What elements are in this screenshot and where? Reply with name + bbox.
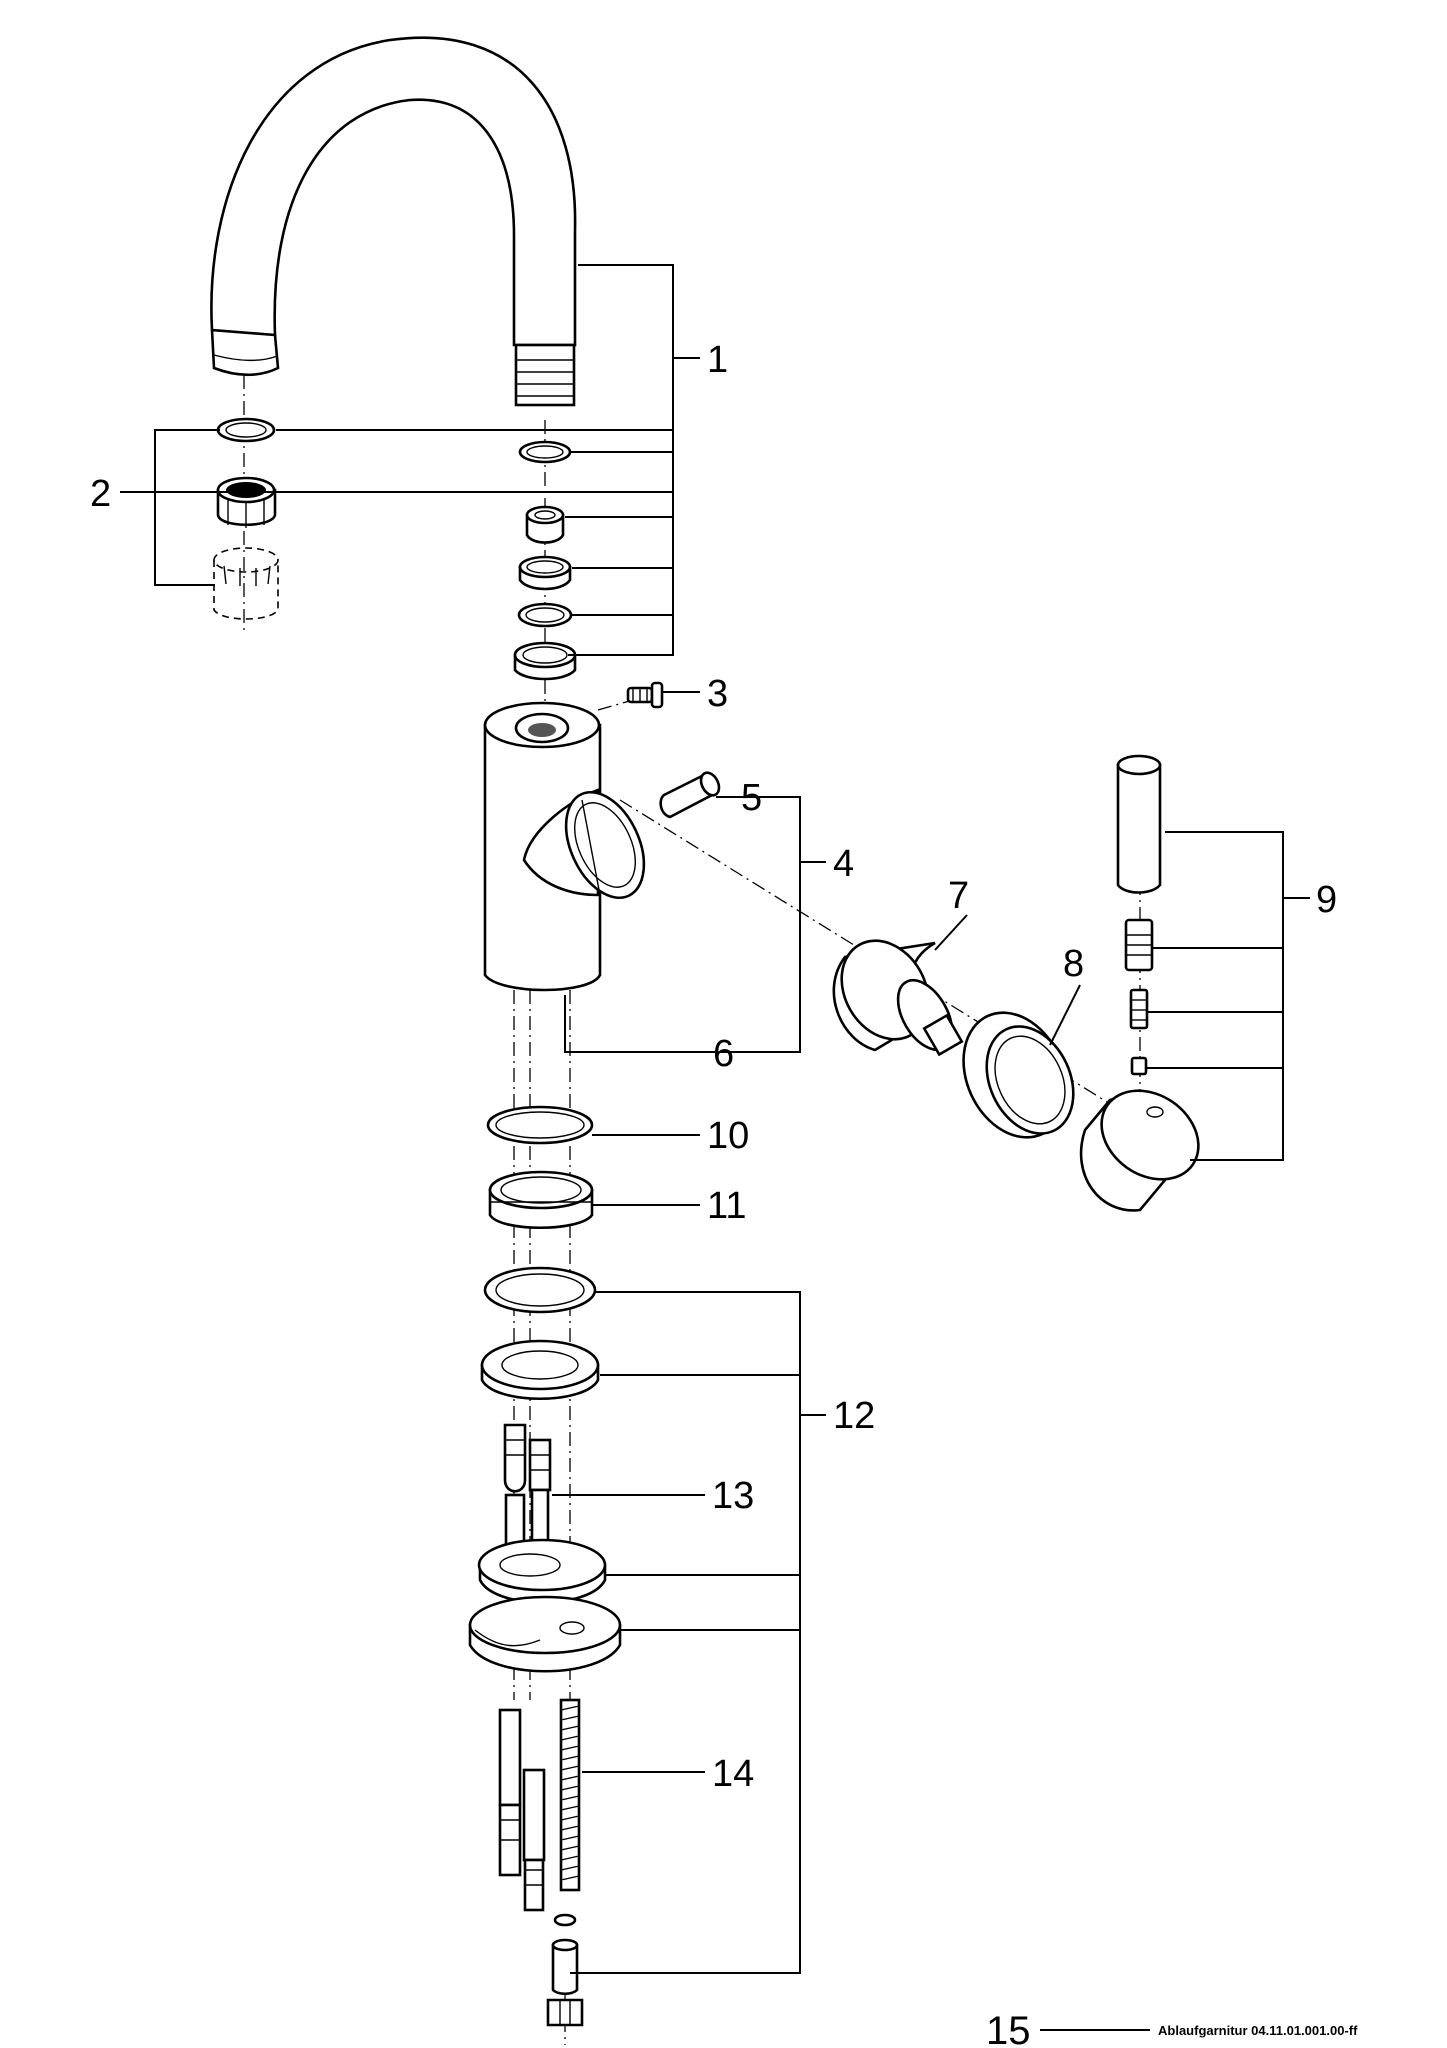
spout-seal-stack <box>513 440 577 681</box>
handle-knob <box>1079 1089 1200 1212</box>
center-lines <box>243 375 1141 2045</box>
callout-7: 7 <box>948 875 969 917</box>
o-ring-10 <box>486 1105 594 1145</box>
handle-assembly <box>1079 754 1200 1212</box>
callout-11: 11 <box>707 1185 746 1227</box>
callout-15: 15 <box>986 2009 1031 2048</box>
clamp-washer-12c <box>477 1538 607 1604</box>
aerator-housing <box>213 547 279 620</box>
callout-9: 9 <box>1316 879 1337 921</box>
threaded-ring-11 <box>488 1170 594 1229</box>
leader-lines <box>120 264 1310 2031</box>
nut-part <box>962 1011 1075 1139</box>
screw-part <box>626 681 664 709</box>
aerator-assembly <box>213 417 279 620</box>
aerator-insert <box>216 476 277 528</box>
hose-ends <box>498 1708 546 1912</box>
callout-2: 2 <box>90 473 111 515</box>
callout-14: 14 <box>712 1753 754 1795</box>
grub-screw <box>1129 988 1149 1030</box>
bushing <box>525 505 565 544</box>
cartridge-part <box>832 939 964 1057</box>
callout-5: 5 <box>741 777 762 819</box>
callout-4: 4 <box>833 843 854 885</box>
lever-rod <box>1116 754 1162 894</box>
callout-numbers: 1 2 3 5 4 7 8 6 9 10 11 12 13 14 15 Abla… <box>90 339 1358 2048</box>
threaded-rod <box>559 1698 581 1892</box>
drain-fitting-note: Ablaufgarnitur 04.11.01.001.00-ff <box>1158 2023 1358 2038</box>
pin-part <box>659 771 721 819</box>
small-grub-screw <box>1130 1056 1148 1076</box>
guide-ring <box>518 555 572 591</box>
support-ring <box>513 641 577 681</box>
spout-part <box>210 36 577 407</box>
gasket-12a <box>483 1266 597 1314</box>
washer-12b <box>480 1339 600 1400</box>
callout-1: 1 <box>707 339 728 381</box>
callout-10: 10 <box>707 1115 749 1157</box>
callout-3: 3 <box>707 673 728 715</box>
callout-12: 12 <box>833 1395 875 1437</box>
spout-thread <box>514 343 576 407</box>
callout-13: 13 <box>712 1475 754 1517</box>
callout-8: 8 <box>1063 943 1084 985</box>
faucet-body <box>483 701 646 992</box>
mounting-nut <box>546 1913 584 2027</box>
callout-6: 6 <box>713 1033 734 1075</box>
lever-adapter <box>1124 918 1154 972</box>
horseshoe-plate-12d <box>468 1595 622 1673</box>
